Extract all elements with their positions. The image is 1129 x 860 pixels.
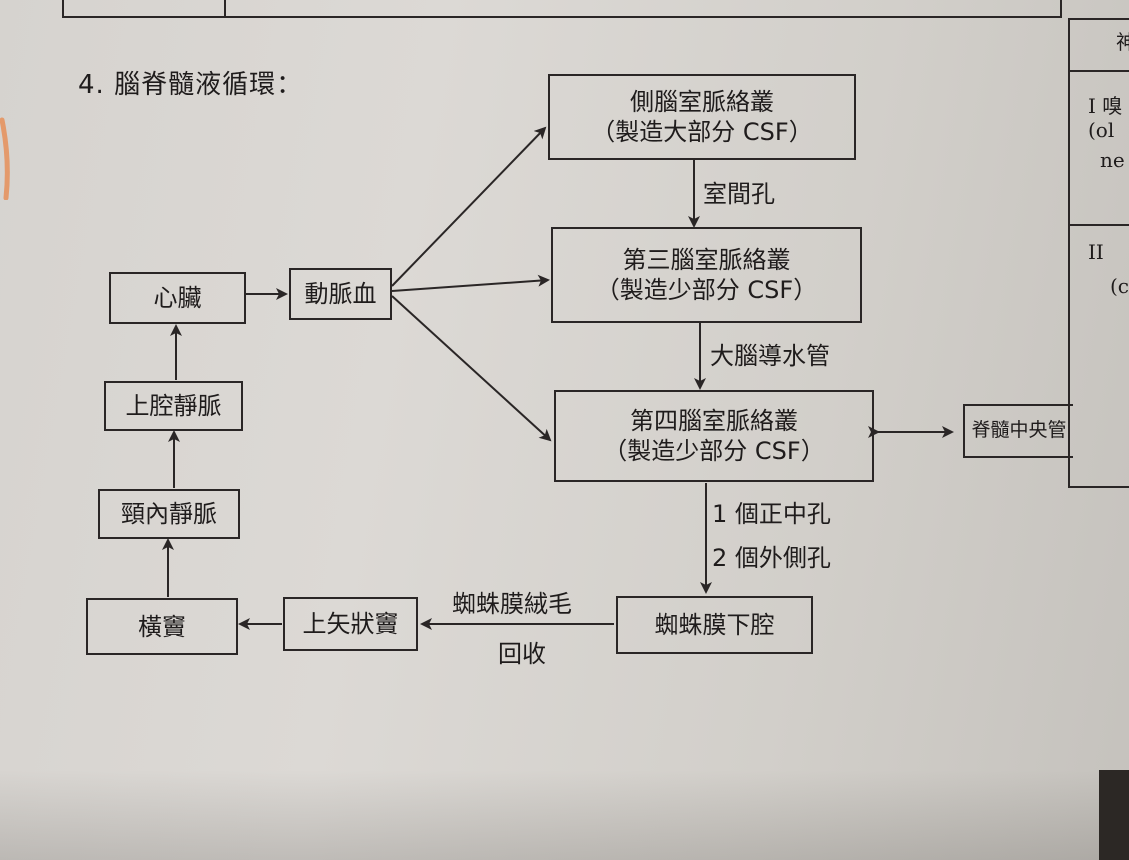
superior-sagittal-sinus-box: 上矢狀竇 [283,597,418,651]
table-cell-text: II [1088,240,1104,264]
node-label: 橫竇 [138,612,186,641]
section-title: 4. 腦脊髓液循環： [78,70,304,100]
spinal-central-canal-box: 脊髓中央管 [963,404,1073,458]
node-label: 上矢狀竇 [302,610,399,638]
internal-jugular-vein-box: 頸內靜脈 [98,489,240,539]
node-label: 脊髓中央管 [971,419,1067,442]
node-label: 頸內靜脈 [121,500,217,528]
edge-label-reabsorption: 回收 [498,640,546,668]
edge-label-interventricular-foramen: 室間孔 [703,180,775,208]
arrow-artery-to-fourth [391,295,552,442]
arrow-artery-to-third [391,274,550,292]
lateral-ventricle-plexus-box: 側腦室脈絡叢 （製造大部分 CSF） [548,74,856,160]
previous-table-bottom [62,0,1062,18]
heart-box: 心臟 [109,272,246,324]
node-label: 蜘蛛膜下腔 [654,611,775,639]
transverse-sinus-box: 橫竇 [86,598,238,655]
cranial-nerve-table-edge: 神 I 嗅 (ol ne II (c [1068,18,1129,488]
edge-label-arachnoid-villi: 蜘蛛膜絨毛 [452,590,572,618]
node-sublabel: （製造少部分 CSF） [595,276,818,304]
orange-highlighter-mark [0,117,10,200]
table-cell-text: ne [1100,148,1125,172]
node-label: 第四腦室脈絡叢 [630,407,798,435]
edge-label-cerebral-aqueduct: 大腦導水管 [710,342,830,370]
table-header-text: 神 [1116,30,1129,54]
superior-vena-cava-box: 上腔靜脈 [104,381,243,431]
table-cell-text: (c [1110,274,1129,298]
node-sublabel: （製造少部分 CSF） [603,437,825,465]
edge-label-median-aperture: 1 個正中孔 [712,500,831,528]
node-label: 側腦室脈絡叢 [630,88,774,116]
arterial-blood-box: 動脈血 [289,268,392,320]
edge-label-lateral-apertures: 2 個外側孔 [712,544,831,572]
arrow-artery-to-lateral [391,126,547,287]
third-ventricle-plexus-box: 第三腦室脈絡叢 （製造少部分 CSF） [551,227,862,323]
table-cell-text: I 嗅 [1088,94,1123,118]
node-sublabel: （製造大部分 CSF） [591,118,813,146]
node-label: 動脈血 [304,280,377,308]
node-label: 心臟 [153,284,202,312]
table-cell-text: (ol [1088,118,1115,142]
book-spine-shadow [1099,770,1129,860]
node-label: 第三腦室脈絡叢 [622,246,791,274]
fourth-ventricle-plexus-box: 第四腦室脈絡叢 （製造少部分 CSF） [554,390,874,482]
subarachnoid-space-box: 蜘蛛膜下腔 [616,596,813,654]
node-label: 上腔靜脈 [125,392,222,420]
